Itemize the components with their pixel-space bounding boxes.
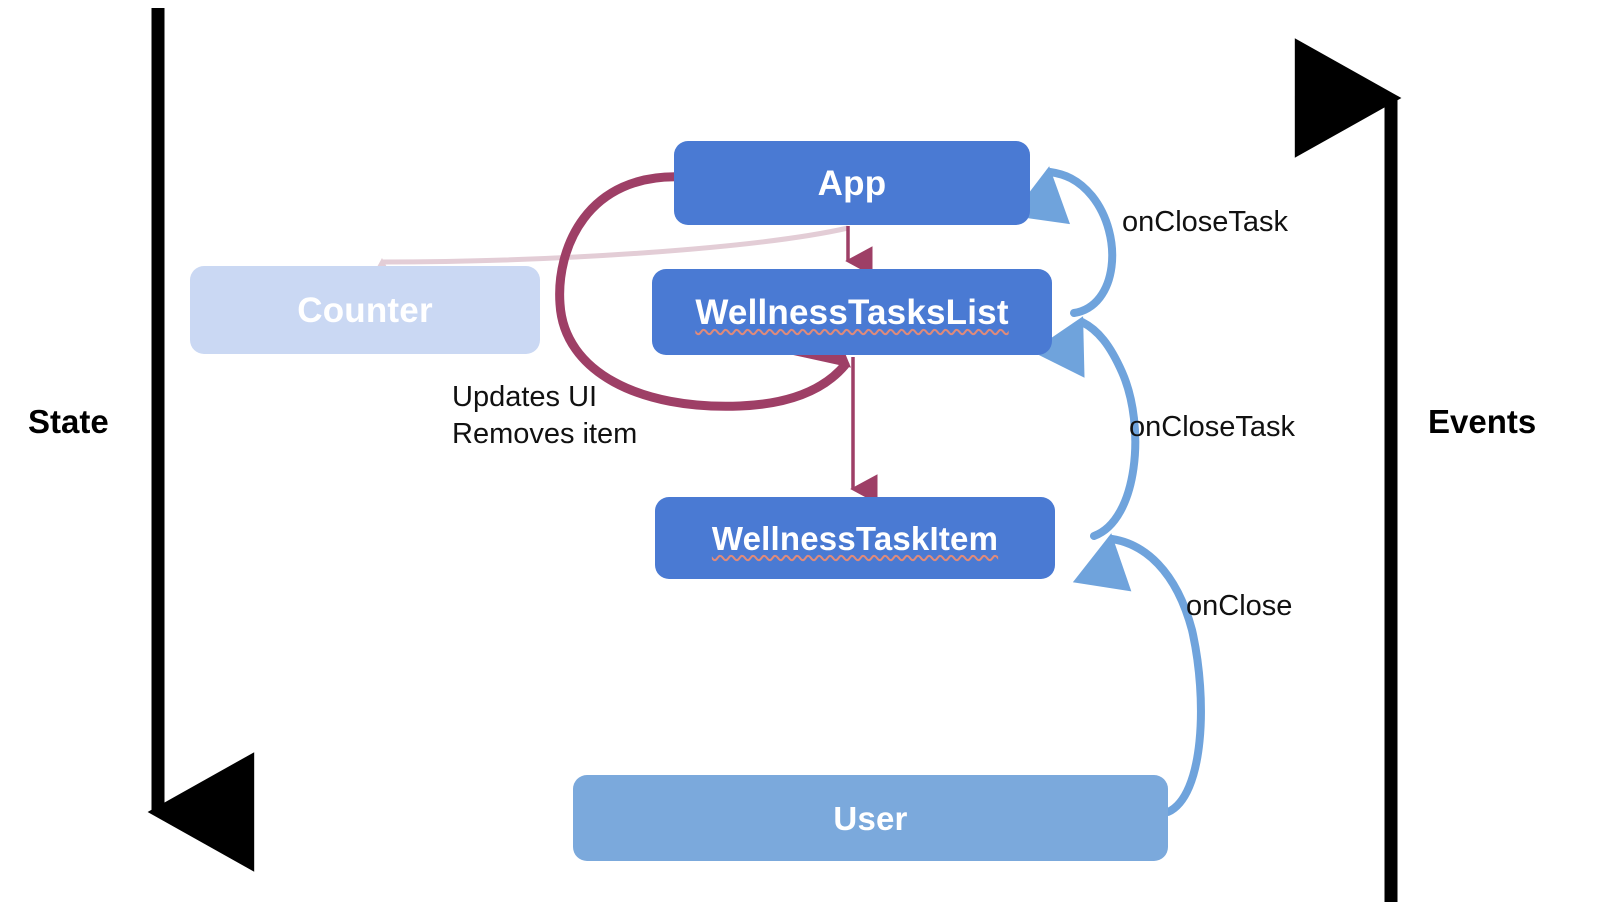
node-user[interactable]: User — [573, 775, 1168, 861]
node-counter[interactable]: Counter — [190, 266, 540, 354]
node-user-label: User — [833, 799, 908, 837]
node-wellness-tasks-list[interactable]: WellnessTasksList — [652, 269, 1052, 355]
node-wellness-task-item-label: WellnessTaskItem — [711, 519, 999, 557]
edge-label-updates-ui-removes-item: Updates UI Removes item — [452, 379, 637, 453]
node-app[interactable]: App — [674, 141, 1030, 225]
edge-label-updates-ui-line: Updates UI — [452, 381, 598, 413]
edge-list-to-app — [1011, 166, 1117, 317]
edge-user-to-item — [1072, 533, 1205, 816]
state-axis-label: State — [28, 403, 109, 440]
edge-item-to-list — [1031, 316, 1140, 540]
edge-label-removes-item-line: Removes item — [452, 418, 638, 451]
edge-app-to-counter — [361, 225, 849, 297]
node-wellness-tasks-list-label: WellnessTasksList — [695, 292, 1009, 332]
events-axis-label: Events — [1428, 403, 1537, 440]
node-counter-label: Counter — [297, 290, 433, 330]
edge-label-onclosetask-item-to-list: onCloseTask — [1129, 411, 1296, 443]
edge-label-onclose-user-to-item: onClose — [1186, 590, 1293, 622]
node-wellness-task-item[interactable]: WellnessTaskItem — [655, 497, 1055, 579]
edge-label-onclosetask-list-to-app: onCloseTask — [1122, 206, 1289, 238]
node-app-label: App — [817, 163, 887, 203]
edge-app-updates-list-arc — [555, 172, 851, 411]
